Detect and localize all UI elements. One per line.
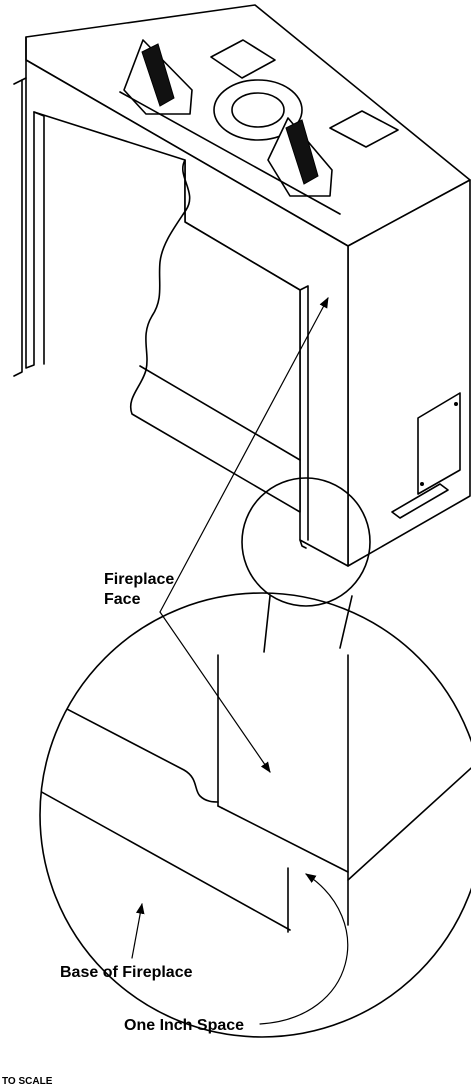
label-one-inch-space: One Inch Space: [124, 1017, 244, 1034]
leader-arrows: [131, 297, 349, 1025]
label-scale-note: TO SCALE: [2, 1076, 53, 1087]
base-arrow: [131, 902, 145, 959]
small-detail-circle: [241, 477, 371, 607]
standoff-tab-right: [285, 119, 319, 185]
side-nailing-flange: [391, 483, 449, 519]
face-arrow-upper: [159, 297, 329, 613]
side-access-plate: [417, 392, 461, 495]
top-vent-square-right: [329, 110, 399, 148]
label-fireplace-face-line2: Face: [104, 591, 141, 608]
firebox-cutaway-panel: [129, 159, 301, 513]
large-detail-circle: [39, 592, 471, 1038]
detail-callout-circle: [241, 477, 371, 653]
face-arrow-lower: [159, 611, 271, 773]
label-base-of-fireplace: Base of Fireplace: [60, 964, 193, 981]
magnified-detail: [39, 592, 471, 1038]
standoff-tab-left: [141, 43, 175, 107]
label-fireplace-face-line1: Fireplace: [104, 571, 174, 588]
top-vent-square-left: [210, 39, 276, 79]
top-flue-collar: [213, 79, 303, 141]
one-inch-space-arrow: [259, 873, 349, 1025]
fireplace-unit-drawing: [13, 4, 471, 567]
